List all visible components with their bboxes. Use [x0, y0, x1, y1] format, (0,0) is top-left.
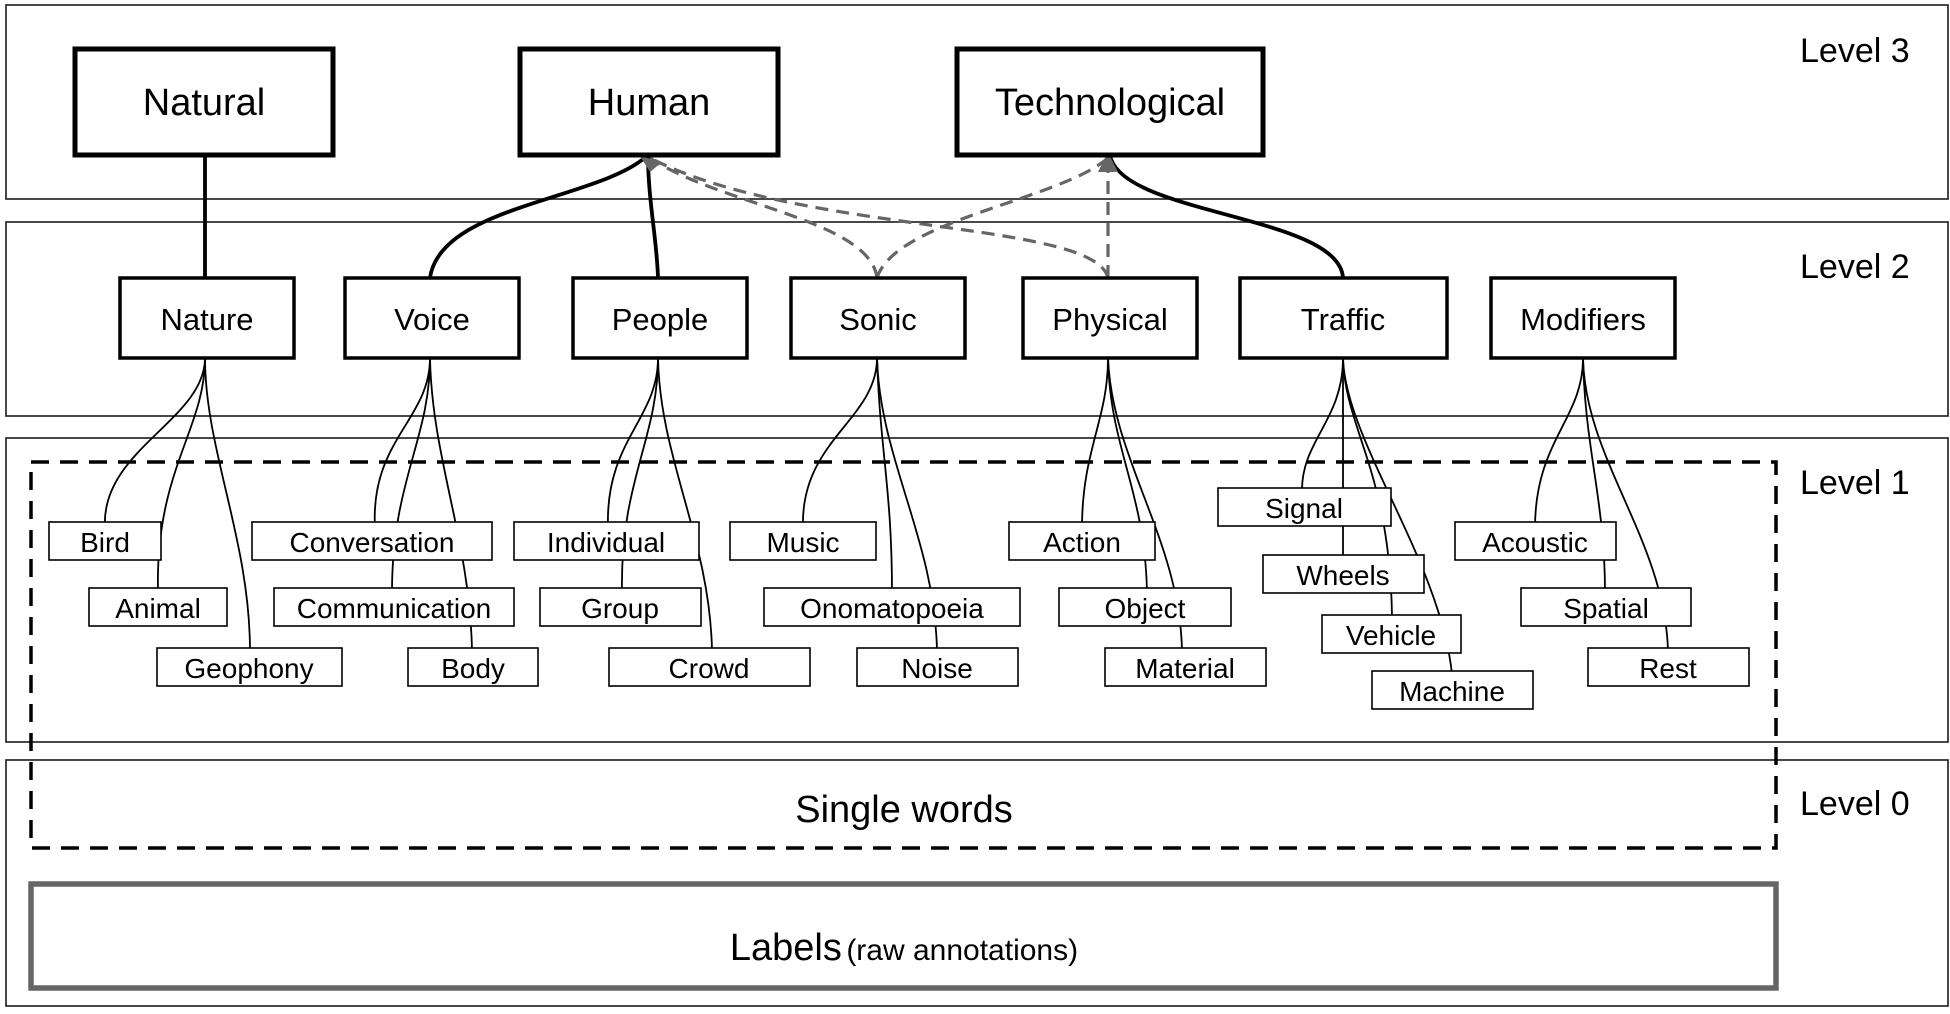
level3-title: Level 3	[1800, 32, 1910, 70]
node-conversation-label: Conversation	[290, 527, 455, 558]
level2-nodes: Nature Voice People Sonic Physical Traff…	[118, 276, 1677, 360]
dashlink-sonic-technological	[875, 156, 1110, 279]
link-technological-traffic	[1108, 154, 1345, 279]
node-communication-label: Communication	[297, 593, 492, 624]
node-bird	[48, 521, 162, 561]
node-nature-label: Nature	[160, 302, 253, 337]
level2-title: Level 2	[1800, 248, 1910, 286]
node-music	[729, 521, 877, 561]
labels-text: Labels (raw annotations)	[730, 927, 1078, 969]
node-nature	[118, 276, 296, 360]
node-material-label: Material	[1135, 653, 1235, 684]
node-traffic-label: Traffic	[1301, 302, 1385, 337]
node-human	[517, 46, 781, 158]
node-physical	[1021, 276, 1199, 360]
node-wheels-label: Wheels	[1296, 560, 1389, 591]
node-technological	[954, 46, 1266, 158]
dashlink-sonic-human	[649, 156, 879, 279]
node-object-label: Object	[1105, 593, 1186, 624]
single-words-frame	[29, 460, 1778, 850]
node-animal	[88, 587, 228, 627]
node-modifiers-label: Modifiers	[1520, 302, 1646, 337]
node-rest	[1587, 647, 1750, 687]
labels-box	[28, 881, 1779, 991]
node-people-label: People	[612, 302, 709, 337]
node-onomatopoeia	[763, 587, 1021, 627]
node-animal-label: Animal	[115, 593, 201, 624]
labels-note: (raw annotations)	[846, 934, 1078, 967]
node-object	[1058, 587, 1232, 627]
node-natural-label: Natural	[143, 82, 266, 124]
node-technological-label: Technological	[995, 82, 1225, 124]
node-traffic	[1238, 276, 1449, 360]
node-rest-label: Rest	[1639, 653, 1697, 684]
link-human-voice	[428, 153, 650, 279]
level0-title: Level 0	[1800, 785, 1910, 823]
node-vehicle	[1321, 614, 1462, 654]
node-noise	[856, 647, 1019, 687]
node-sonic-label: Sonic	[839, 302, 917, 337]
labels-title: Labels	[730, 927, 842, 969]
node-geophony	[156, 647, 343, 687]
node-crowd-label: Crowd	[669, 653, 750, 684]
node-noise-label: Noise	[901, 653, 973, 684]
node-human-label: Human	[588, 82, 711, 124]
node-sonic	[789, 276, 967, 360]
node-bird-label: Bird	[80, 527, 130, 558]
dashlink-physical-human	[649, 156, 1110, 279]
arrowhead-technological	[1098, 152, 1118, 172]
level1-title: Level 1	[1800, 464, 1910, 502]
node-natural	[72, 46, 336, 158]
level3-nodes: Natural Human Technological	[72, 46, 1266, 158]
arrowhead-human	[640, 156, 662, 172]
node-onomatopoeia-label: Onomatopoeia	[800, 593, 984, 624]
node-action	[1008, 521, 1156, 561]
node-communication	[273, 587, 515, 627]
node-signal-label: Signal	[1265, 493, 1343, 524]
node-signal	[1217, 487, 1392, 527]
node-crowd	[608, 647, 811, 687]
node-modifiers	[1489, 276, 1677, 360]
solid-connectors	[203, 153, 1345, 279]
node-voice-label: Voice	[394, 302, 470, 337]
node-spatial-label: Spatial	[1563, 593, 1649, 624]
node-group-label: Group	[581, 593, 659, 624]
node-vehicle-label: Vehicle	[1346, 620, 1436, 651]
single-words-label: Single words	[795, 789, 1013, 831]
node-conversation	[251, 521, 493, 561]
node-wheels	[1262, 554, 1425, 594]
node-acoustic	[1454, 521, 1617, 561]
level1-nodes: Bird Animal Geophony Conversation Commun…	[48, 487, 1750, 710]
node-people	[571, 276, 749, 360]
node-individual	[513, 521, 700, 561]
node-group	[539, 587, 702, 627]
node-action-label: Action	[1043, 527, 1121, 558]
node-geophony-label: Geophony	[184, 653, 313, 684]
node-spatial	[1520, 587, 1692, 627]
node-material	[1104, 647, 1267, 687]
link-human-people	[646, 154, 660, 279]
node-body-label: Body	[441, 653, 505, 684]
node-music-label: Music	[766, 527, 839, 558]
node-acoustic-label: Acoustic	[1482, 527, 1588, 558]
dashed-connectors	[640, 152, 1118, 279]
node-machine	[1371, 670, 1534, 710]
node-voice	[343, 276, 521, 360]
node-body	[407, 647, 539, 687]
node-physical-label: Physical	[1052, 302, 1167, 337]
node-individual-label: Individual	[547, 527, 665, 558]
node-machine-label: Machine	[1399, 676, 1505, 707]
